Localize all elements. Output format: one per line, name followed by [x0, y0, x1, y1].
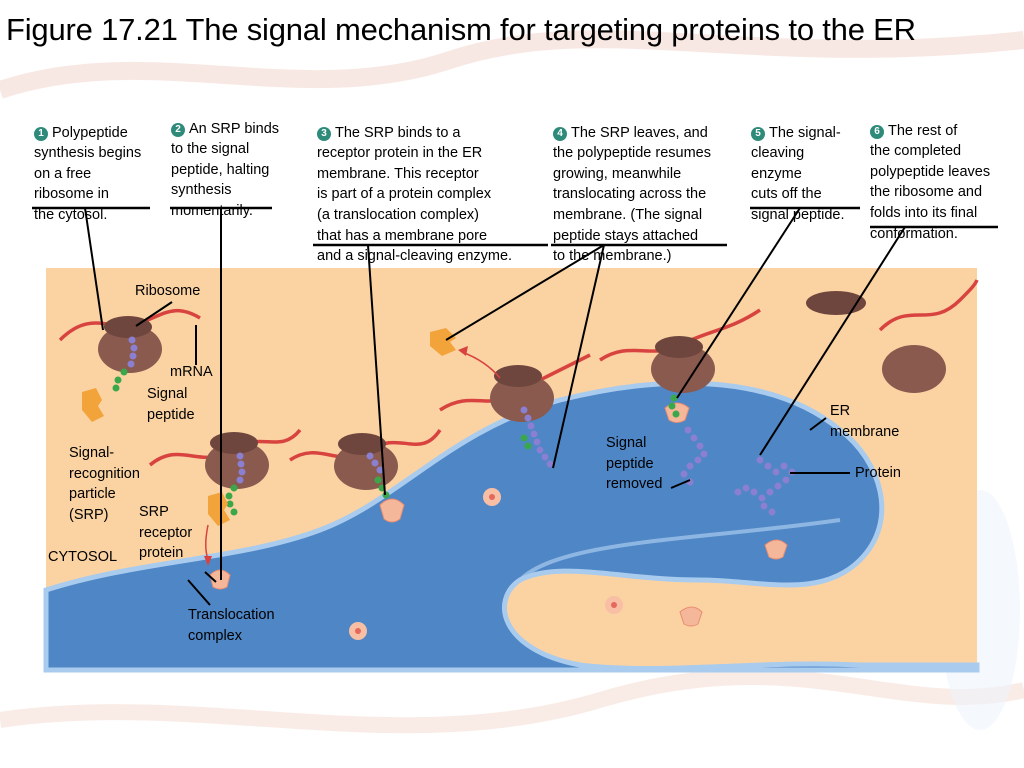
pore-3	[605, 596, 623, 614]
step-underlines	[32, 206, 998, 247]
step-1-badge: 1	[34, 126, 48, 141]
step-3-badge: 3	[317, 126, 331, 141]
pore-2	[349, 622, 367, 640]
step-2-text: An SRP binds to the signal peptide, halt…	[171, 120, 280, 219]
step-6-text: The rest of the completed polypeptide le…	[870, 122, 991, 242]
label-translocation-complex: Translocation complex	[188, 607, 275, 644]
label-signal-peptide-removed: Signal peptide removed	[606, 435, 663, 493]
pore-1	[483, 488, 501, 506]
step-5-badge: 5	[751, 126, 765, 141]
label-ribosome: Ribosome	[135, 283, 201, 299]
label-protein: Protein	[855, 465, 901, 481]
step-4-badge: 4	[553, 126, 567, 141]
polypeptide-beads	[127, 336, 796, 516]
step-1-text: Polypeptide synthesis begins on a free r…	[34, 124, 142, 223]
signal-peptide-beads	[112, 368, 680, 516]
step-5-text: The signal- cleaving enzyme cuts off the…	[751, 124, 845, 223]
label-srp: Signal- recognition particle (SRP)	[69, 445, 140, 523]
er-lumen	[43, 380, 980, 673]
receptor-3	[379, 498, 405, 523]
srp-particles	[82, 328, 456, 526]
step-4-text: The SRP leaves, and the polypeptide resu…	[553, 124, 711, 265]
label-srp-receptor: SRP receptor protein	[139, 504, 193, 562]
step-3-text: The SRP binds to a receptor protein in t…	[317, 124, 513, 265]
leader-lines	[84, 207, 906, 606]
label-signal-peptide: Signal peptide	[147, 386, 195, 423]
receptor-lower-2	[679, 606, 703, 627]
label-mrna: mRNA	[170, 364, 213, 380]
step-2-badge: 2	[171, 122, 185, 137]
figure-title: Figure 17.21 The signal mechanism for ta…	[6, 12, 916, 47]
label-cytosol: CYTOSOL	[48, 549, 118, 565]
receptor-lower-1	[764, 539, 788, 560]
label-er-membrane: ER membrane	[830, 403, 900, 440]
step-6-badge: 6	[870, 124, 884, 139]
